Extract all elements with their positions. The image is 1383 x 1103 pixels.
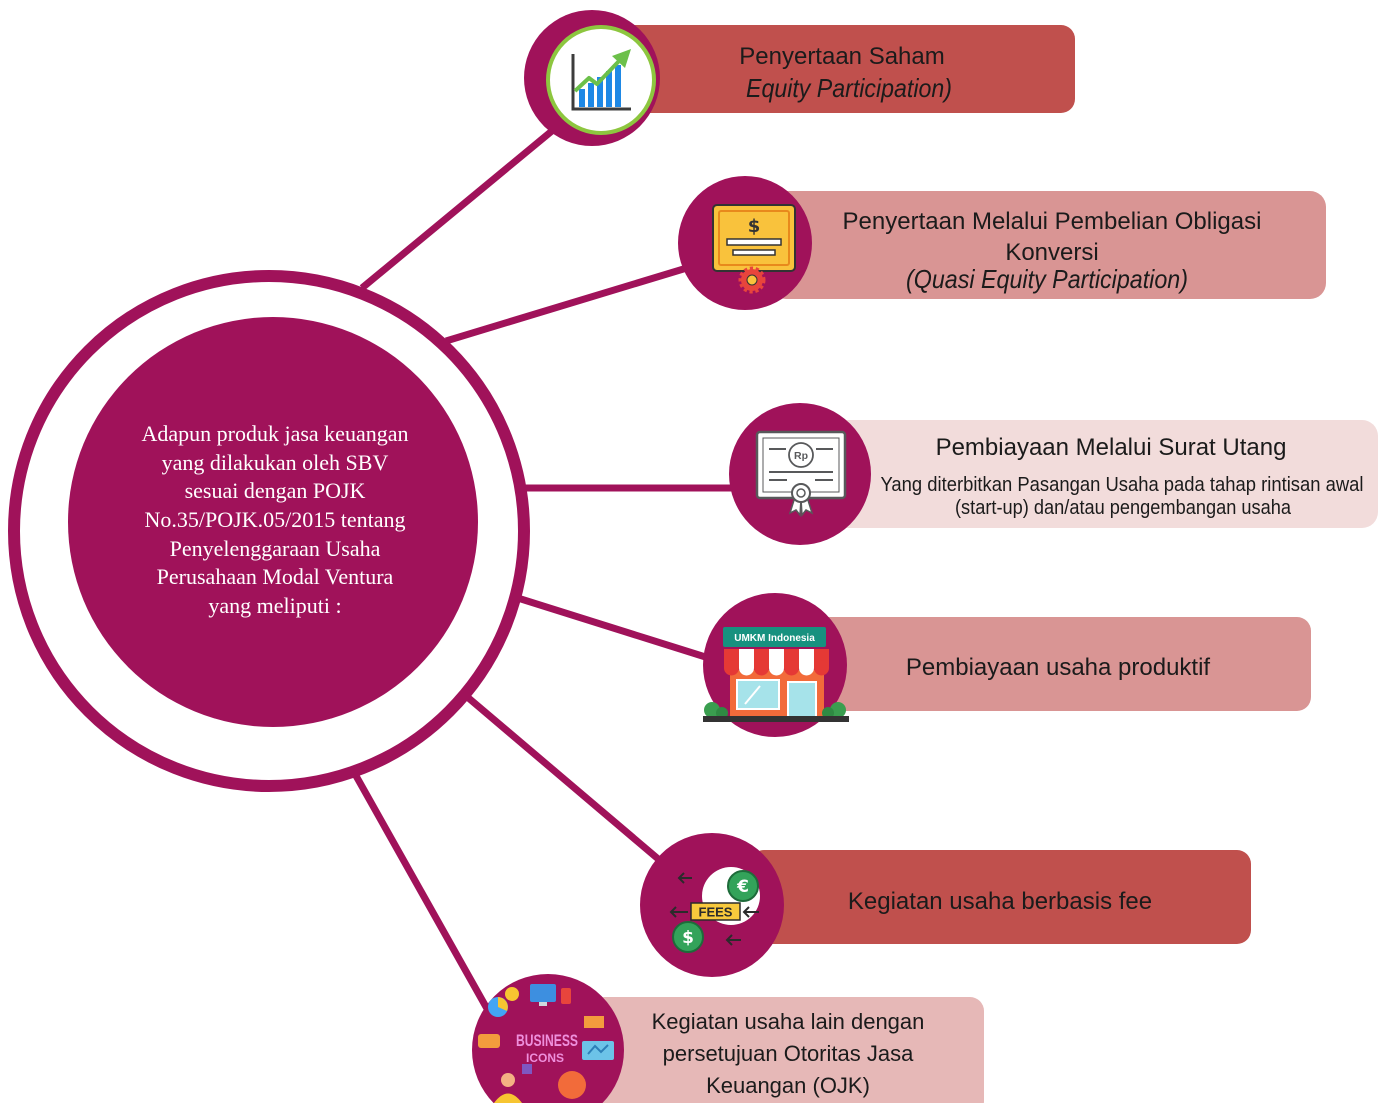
branch-title: Kegiatan usaha lain dengan bbox=[652, 1009, 925, 1034]
fees-label-tag bbox=[690, 902, 741, 921]
hub-text-line: sesuai dengan POJK bbox=[185, 478, 366, 503]
store-sign-text: UMKM Indonesia bbox=[734, 633, 815, 644]
fees-icon: € FEES $ bbox=[669, 867, 760, 953]
coin-icon bbox=[505, 987, 519, 1001]
branch-title: Pembiayaan Melalui Surat Utang bbox=[936, 434, 1287, 461]
euro-coin-icon bbox=[727, 870, 759, 902]
branch-quasi-equity-text: Penyertaan Melalui Pembelian Obligasi Ko… bbox=[843, 208, 1262, 294]
business-label-text: BUSINESS bbox=[516, 1031, 578, 1050]
dollar-coin-icon bbox=[672, 921, 704, 953]
hub-text-line: Adapun produk jasa keuangan bbox=[142, 421, 409, 446]
business-icons-icon: BUSINESS ICONS bbox=[478, 984, 614, 1103]
branch-title: Keuangan (OJK) bbox=[706, 1073, 870, 1098]
rupiah-certificate-icon: Rp bbox=[755, 430, 847, 517]
arrow-left-icon bbox=[677, 872, 692, 884]
branch-box-other-activities bbox=[590, 997, 984, 1103]
branch-title: Pembiayaan usaha produktif bbox=[906, 654, 1211, 681]
branch-box-productive-financing bbox=[810, 617, 1311, 711]
arrow-left-icon bbox=[742, 906, 759, 918]
store-door bbox=[787, 681, 817, 718]
connector-line-2 bbox=[444, 260, 702, 345]
branch-debt-securities-text: Pembiayaan Melalui Surat Utang Yang dite… bbox=[881, 434, 1364, 519]
ribbon-seal-icon bbox=[791, 483, 811, 503]
branch-title: Konversi bbox=[1005, 239, 1098, 266]
branch-title: Penyertaan Saham bbox=[739, 43, 944, 70]
branch-productive-financing-text: Pembiayaan usaha produktif bbox=[906, 654, 1211, 681]
connector-line-1 bbox=[359, 113, 573, 291]
icon-disc-6 bbox=[472, 974, 624, 1103]
connector-line-6 bbox=[342, 756, 494, 1016]
hub-text-line: Perusahaan Modal Ventura bbox=[157, 564, 394, 589]
map-icon bbox=[582, 1041, 614, 1060]
branch-subtitle: (Quasi Equity Participation) bbox=[906, 264, 1188, 294]
stock-chart-icon bbox=[546, 25, 656, 135]
arrow-left-icon bbox=[725, 934, 741, 946]
connector-line-4 bbox=[503, 590, 717, 664]
fees-label-text: FEES bbox=[699, 905, 733, 920]
dollar-coin-sign: $ bbox=[682, 928, 694, 948]
monitor-icon bbox=[530, 984, 556, 1002]
umkm-store-icon: UMKM Indonesia bbox=[703, 627, 849, 722]
hub-inner-circle bbox=[68, 317, 478, 727]
hub-text-line: Penyelenggaraan Usaha bbox=[170, 536, 381, 561]
rupiah-seal-text: Rp bbox=[794, 450, 808, 462]
branch-title: Kegiatan usaha berbasis fee bbox=[848, 888, 1152, 915]
dollar-sign: $ bbox=[748, 216, 761, 237]
branch-title: persetujuan Otoritas Jasa bbox=[663, 1041, 914, 1066]
branch-fee-based-text: Kegiatan usaha berbasis fee bbox=[848, 888, 1152, 915]
store-window bbox=[736, 679, 780, 710]
hub-text-line: yang meliputi : bbox=[208, 593, 341, 618]
hub-text: Adapun produk jasa keuangan yang dilakuk… bbox=[142, 421, 409, 618]
branch-boxes bbox=[590, 25, 1378, 1103]
connector-lines bbox=[342, 113, 745, 1016]
euro-sign: € bbox=[736, 877, 749, 897]
branch-description: (start-up) dan/atau pengembangan usaha bbox=[955, 497, 1292, 519]
branch-box-debt-securities bbox=[830, 420, 1378, 528]
person-icon bbox=[501, 1073, 515, 1087]
branch-equity-text: Penyertaan Saham Equity Participation) bbox=[739, 43, 952, 103]
hub-text-line: yang dilakukan oleh SBV bbox=[162, 450, 389, 475]
icons-label-text: ICONS bbox=[526, 1051, 564, 1065]
hub-text-line: No.35/POJK.05/2015 tentang bbox=[145, 507, 406, 532]
connector-line-5 bbox=[449, 681, 673, 872]
branch-description: Yang diterbitkan Pasangan Usaha pada tah… bbox=[881, 474, 1364, 496]
branch-title: Penyertaan Melalui Pembelian Obligasi bbox=[843, 208, 1262, 235]
branch-subtitle: Equity Participation) bbox=[746, 73, 952, 103]
branch-box-equity bbox=[600, 25, 1075, 113]
branch-box-fee-based bbox=[750, 850, 1251, 944]
arrow-left-icon bbox=[669, 906, 688, 918]
dollar-certificate-icon: $ bbox=[712, 204, 796, 294]
branch-box-quasi-equity bbox=[770, 191, 1326, 299]
branch-other-activities-text: Kegiatan usaha lain dengan persetujuan O… bbox=[652, 1009, 925, 1098]
